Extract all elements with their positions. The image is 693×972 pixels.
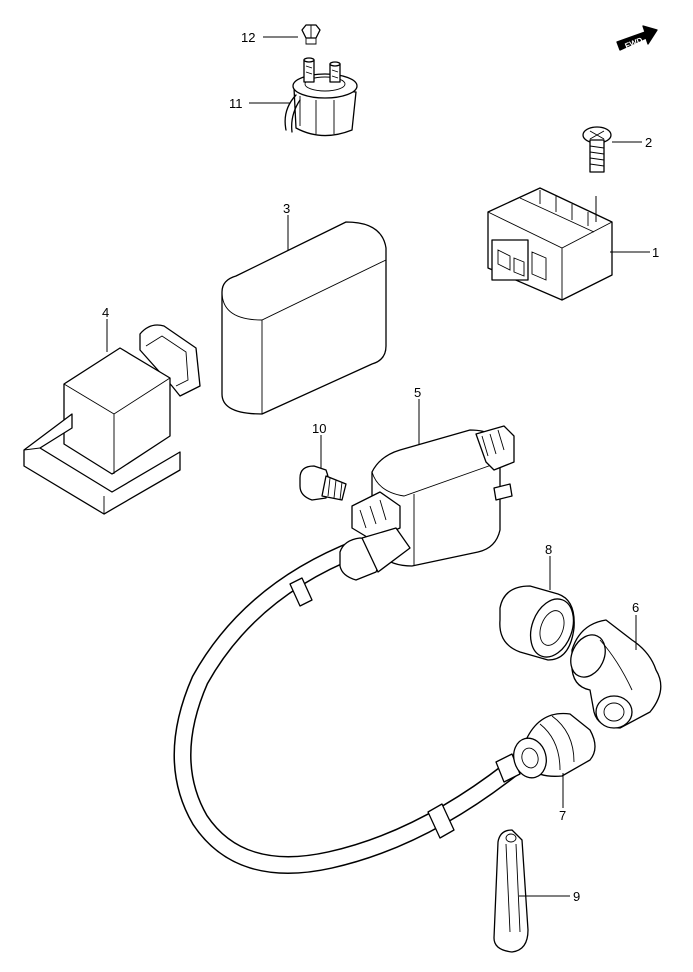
fwd-direction-badge: FWD <box>616 25 658 51</box>
callout-6: 6 <box>632 600 639 615</box>
callout-12: 12 <box>241 30 255 45</box>
callout-5: 5 <box>414 385 421 400</box>
callout-labels: 12 11 2 3 1 4 5 10 8 6 7 9 <box>102 30 659 904</box>
callout-10: 10 <box>312 421 326 436</box>
callout-2: 2 <box>645 135 652 150</box>
callout-3: 3 <box>283 201 290 216</box>
part-11-starter-relay <box>284 57 358 137</box>
callout-4: 4 <box>102 305 109 320</box>
callout-1: 1 <box>652 245 659 260</box>
part-7-cap-grommet <box>513 712 596 779</box>
callout-8: 8 <box>545 542 552 557</box>
part-8-seal-ring <box>499 585 575 661</box>
fwd-badge-text: FWD <box>624 35 644 50</box>
callout-11: 11 <box>229 96 243 111</box>
part-1-cdi-unit <box>487 187 613 301</box>
part-4-bracket <box>23 324 201 515</box>
part-10-bolt <box>299 465 347 501</box>
part-9-band-clamp <box>493 829 529 953</box>
leader-lines <box>106 36 650 897</box>
part-6-plug-cap <box>570 619 662 729</box>
callout-7: 7 <box>559 808 566 823</box>
callout-9: 9 <box>573 889 580 904</box>
part-2-screw <box>582 126 612 173</box>
part-12-nut <box>301 24 321 45</box>
part-3-cover <box>221 221 387 415</box>
part-5-ignition-coil <box>173 425 521 874</box>
